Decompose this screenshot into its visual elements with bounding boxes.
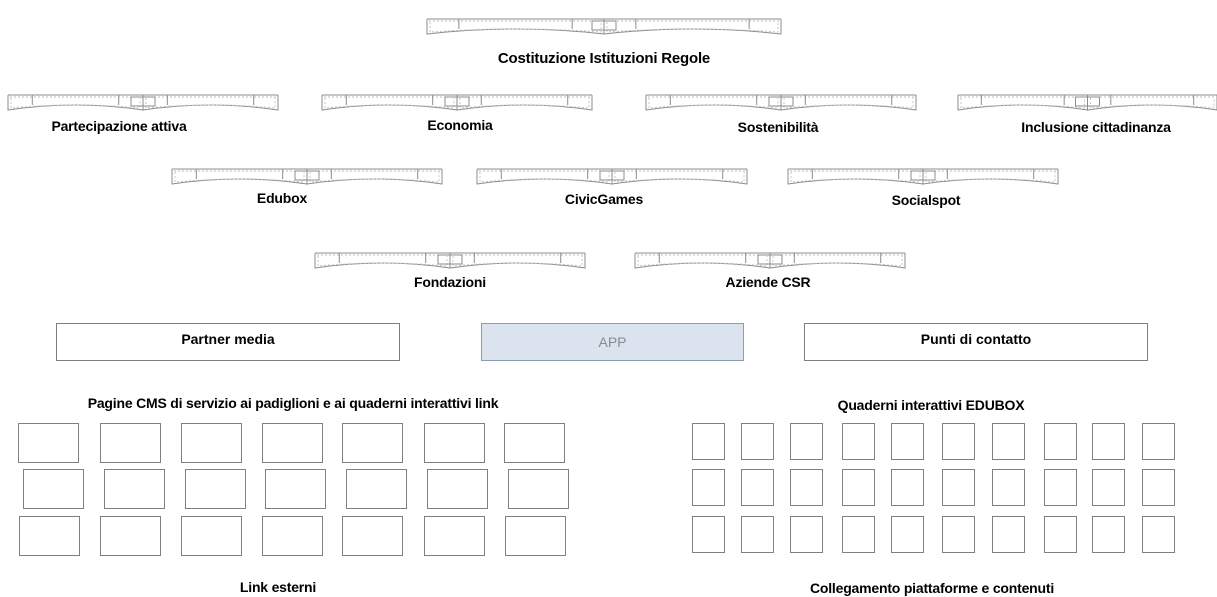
label-fondazioni: Fondazioni bbox=[414, 274, 486, 290]
pavilion-shape-partecipazione bbox=[7, 92, 279, 114]
left-section-footer: Link esterni bbox=[239, 579, 317, 595]
cms-page-box bbox=[262, 516, 323, 556]
cms-page-box bbox=[181, 423, 242, 463]
cms-page-box bbox=[23, 469, 84, 509]
pavilion-shape-sostenibilita bbox=[645, 92, 917, 114]
edubox-notebook-box bbox=[1142, 469, 1175, 506]
left-section-title: Pagine CMS di servizio ai padiglioni e a… bbox=[87, 395, 499, 411]
edubox-notebook-box bbox=[741, 516, 774, 553]
label-socialspot: Socialspot bbox=[891, 192, 961, 208]
edubox-notebook-box bbox=[1142, 516, 1175, 553]
top-title: Costituzione Istituzioni Regole bbox=[497, 50, 711, 67]
edubox-notebook-box bbox=[1044, 516, 1077, 553]
edubox-notebook-box bbox=[790, 516, 823, 553]
edubox-notebook-box bbox=[1044, 469, 1077, 506]
cms-page-box bbox=[181, 516, 242, 556]
right-section-footer: Collegamento piattaforme e contenuti bbox=[809, 580, 1055, 596]
edubox-notebook-box bbox=[1092, 469, 1125, 506]
edubox-notebook-box bbox=[692, 423, 725, 460]
cms-page-box bbox=[342, 423, 403, 463]
edubox-notebook-box bbox=[891, 469, 924, 506]
edubox-notebook-box bbox=[942, 469, 975, 506]
cms-page-box bbox=[424, 423, 485, 463]
edubox-notebook-box bbox=[992, 469, 1025, 506]
pavilion-shape-inclusione bbox=[957, 92, 1217, 114]
cms-page-box bbox=[100, 516, 161, 556]
cms-page-box bbox=[505, 516, 566, 556]
label-civicgames: CivicGames bbox=[564, 191, 644, 207]
edubox-notebook-box bbox=[1044, 423, 1077, 460]
cms-page-box bbox=[104, 469, 165, 509]
edubox-notebook-box bbox=[942, 423, 975, 460]
edubox-notebook-box bbox=[1142, 423, 1175, 460]
label-partecipazione: Partecipazione attiva bbox=[51, 118, 187, 134]
edubox-notebook-box bbox=[692, 469, 725, 506]
edubox-notebook-box bbox=[741, 423, 774, 460]
cms-page-box bbox=[265, 469, 326, 509]
pavilion-shape-economia bbox=[321, 92, 593, 114]
edubox-notebook-box bbox=[842, 516, 875, 553]
cms-page-box bbox=[19, 516, 80, 556]
edubox-notebook-box bbox=[692, 516, 725, 553]
edubox-notebook-box bbox=[942, 516, 975, 553]
cms-page-box bbox=[100, 423, 161, 463]
label-edubox: Edubox bbox=[256, 190, 308, 206]
app-label: APP bbox=[598, 334, 627, 350]
cms-page-box bbox=[342, 516, 403, 556]
edubox-notebook-box bbox=[992, 423, 1025, 460]
app-box: APP bbox=[481, 323, 744, 361]
cms-page-box bbox=[427, 469, 488, 509]
cms-page-box bbox=[508, 469, 569, 509]
partner-media-box: Partner media bbox=[56, 323, 400, 361]
edubox-notebook-box bbox=[741, 469, 774, 506]
label-aziende: Aziende CSR bbox=[725, 274, 811, 290]
contact-points-label: Punti di contatto bbox=[920, 331, 1032, 347]
pavilion-shape-edubox bbox=[171, 166, 443, 188]
edubox-notebook-box bbox=[790, 469, 823, 506]
label-inclusione: Inclusione cittadinanza bbox=[1021, 119, 1171, 135]
edubox-notebook-box bbox=[842, 469, 875, 506]
cms-page-box bbox=[424, 516, 485, 556]
pavilion-shape-aziende bbox=[634, 250, 906, 272]
pavilion-shape-socialspot bbox=[787, 166, 1059, 188]
pavilion-shape-fondazioni bbox=[314, 250, 586, 272]
partner-media-label: Partner media bbox=[181, 331, 275, 347]
edubox-notebook-box bbox=[1092, 423, 1125, 460]
label-sostenibilita: Sostenibilità bbox=[737, 119, 819, 135]
pavilion-shape-top bbox=[426, 16, 782, 38]
cms-page-box bbox=[18, 423, 79, 463]
edubox-notebook-box bbox=[891, 516, 924, 553]
cms-page-box bbox=[262, 423, 323, 463]
contact-points-box: Punti di contatto bbox=[804, 323, 1148, 361]
edubox-notebook-box bbox=[992, 516, 1025, 553]
pavilion-shape-civicgames bbox=[476, 166, 748, 188]
edubox-notebook-box bbox=[842, 423, 875, 460]
right-section-title: Quaderni interattivi EDUBOX bbox=[837, 397, 1025, 413]
edubox-notebook-box bbox=[1092, 516, 1125, 553]
cms-page-box bbox=[504, 423, 565, 463]
edubox-notebook-box bbox=[790, 423, 823, 460]
label-economia: Economia bbox=[427, 117, 493, 133]
cms-page-box bbox=[346, 469, 407, 509]
edubox-notebook-box bbox=[891, 423, 924, 460]
cms-page-box bbox=[185, 469, 246, 509]
